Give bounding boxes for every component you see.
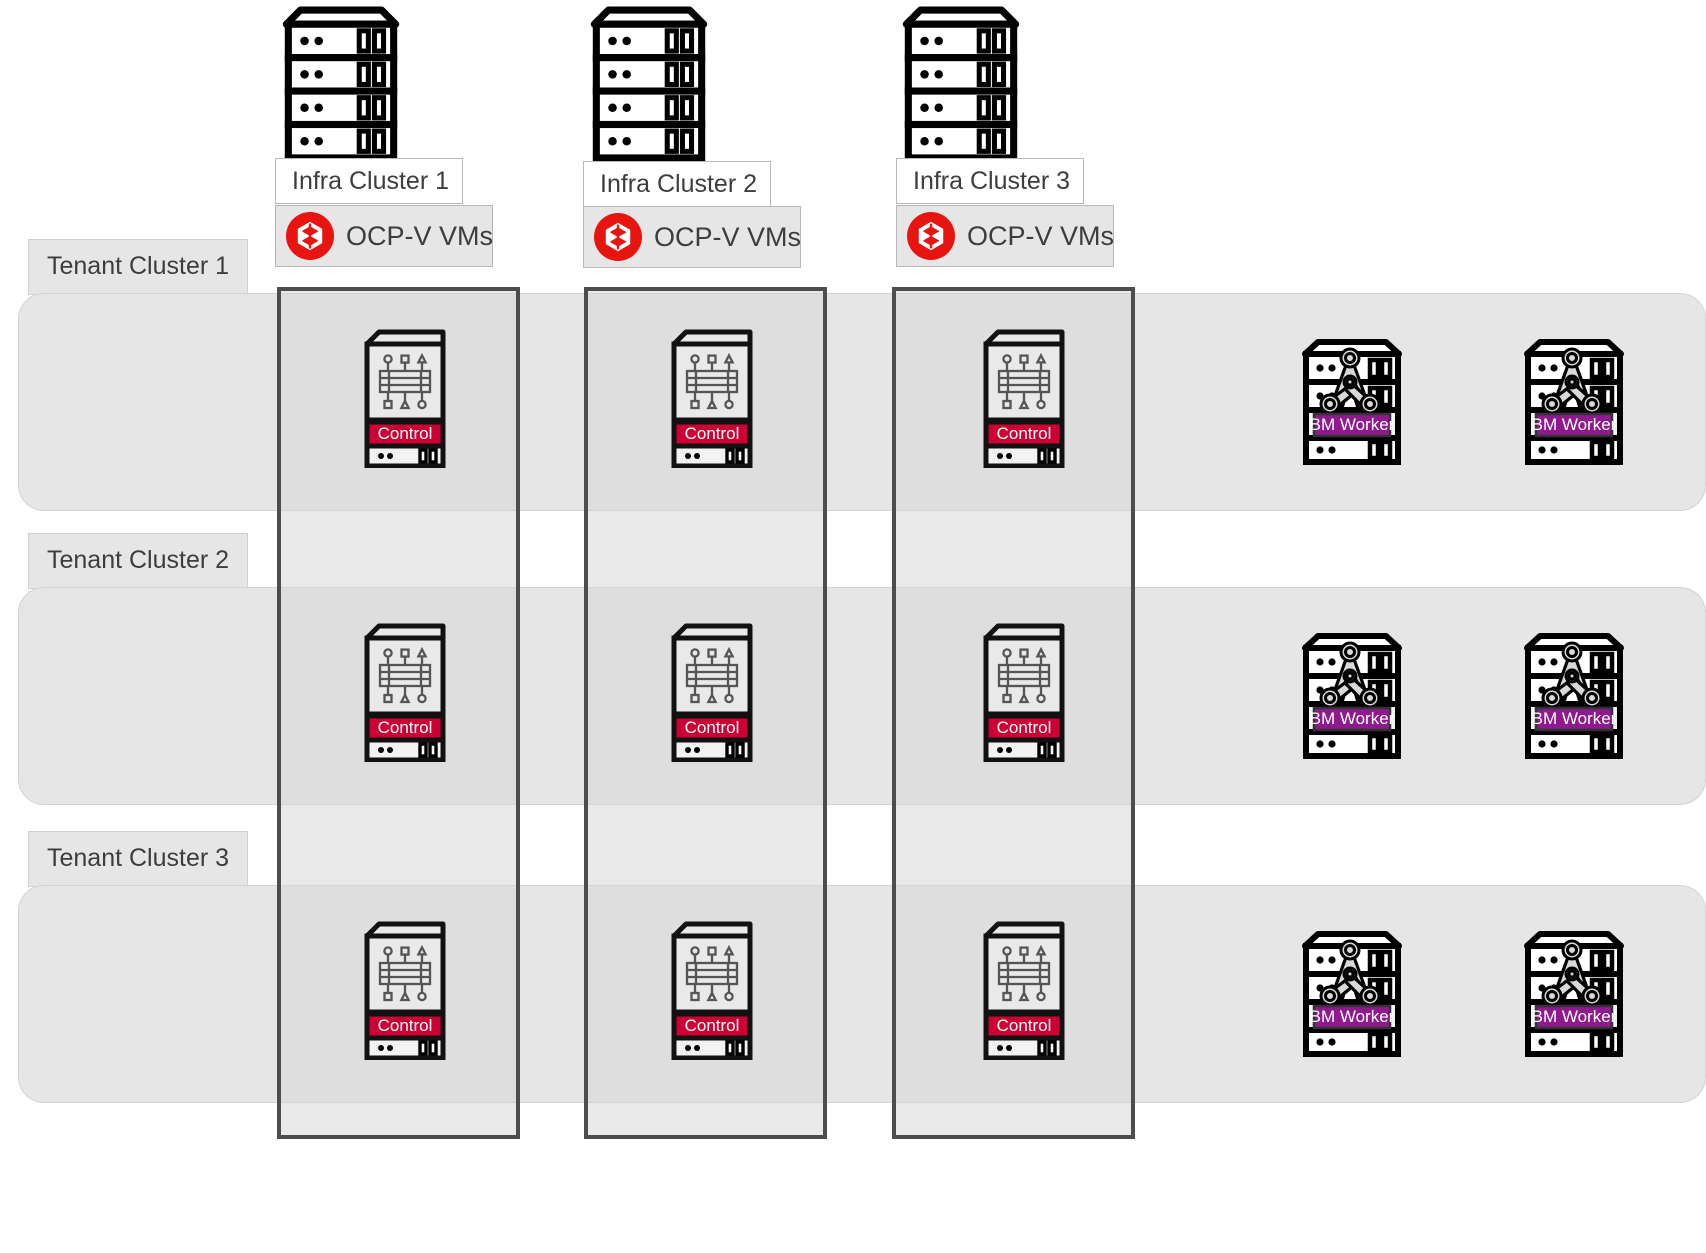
rack-server-icon (280, 6, 402, 168)
svg-text:Control: Control (685, 424, 740, 443)
svg-text:Control: Control (685, 1016, 740, 1035)
ocp-virtualization-logo (907, 212, 955, 260)
tenant-cluster-band-3 (18, 885, 1706, 1103)
control-plane-node[interactable]: Control (670, 622, 754, 767)
control-plane-node[interactable]: Control (363, 328, 447, 473)
svg-text:Control: Control (997, 718, 1052, 737)
tenant-cluster-label-1: Tenant Cluster 1 (28, 239, 249, 295)
svg-text:Control: Control (997, 1016, 1052, 1035)
tenant-cluster-band-2 (18, 587, 1706, 805)
tenant-cluster-label-3: Tenant Cluster 3 (28, 831, 249, 887)
ocpv-vms-label-3: OCP-V VMs (967, 220, 1115, 251)
control-plane-node[interactable]: Control (670, 328, 754, 473)
control-plane-node[interactable]: Control (982, 328, 1066, 473)
svg-text:Control: Control (378, 718, 433, 737)
tenant-cluster-label-2: Tenant Cluster 2 (28, 533, 249, 589)
svg-text:Control: Control (378, 1016, 433, 1035)
bare-metal-worker-node[interactable]: BM Worker (1300, 338, 1404, 471)
control-plane-node[interactable]: Control (982, 622, 1066, 767)
svg-text:BM Worker: BM Worker (1532, 415, 1617, 434)
ocpv-vms-label-1: OCP-V VMs (346, 220, 494, 251)
svg-text:BM Worker: BM Worker (1310, 709, 1395, 728)
svg-text:BM Worker: BM Worker (1310, 1007, 1395, 1026)
ocpv-vms-header-3: OCP-V VMs (896, 205, 1114, 267)
svg-text:BM Worker: BM Worker (1310, 415, 1395, 434)
bare-metal-worker-node[interactable]: BM Worker (1522, 632, 1626, 765)
ocpv-vms-header-1: OCP-V VMs (275, 205, 493, 267)
control-plane-node[interactable]: Control (363, 622, 447, 767)
control-plane-node[interactable]: Control (982, 920, 1066, 1065)
svg-text:Control: Control (685, 718, 740, 737)
infra-cluster-title-3: Infra Cluster 3 (896, 158, 1084, 204)
bare-metal-worker-node[interactable]: BM Worker (1300, 632, 1404, 765)
control-plane-node[interactable]: Control (670, 920, 754, 1065)
ocpv-vms-header-2: OCP-V VMs (583, 206, 801, 268)
ocpv-vms-label-2: OCP-V VMs (654, 221, 802, 252)
bare-metal-worker-node[interactable]: BM Worker (1522, 930, 1626, 1063)
tenant-cluster-band-1 (18, 293, 1706, 511)
rack-server-icon (588, 6, 710, 168)
bare-metal-worker-node[interactable]: BM Worker (1300, 930, 1404, 1063)
rack-server-icon (900, 6, 1022, 168)
ocp-virtualization-logo (594, 213, 642, 261)
bare-metal-worker-node[interactable]: BM Worker (1522, 338, 1626, 471)
ocp-virtualization-logo (286, 212, 334, 260)
svg-text:Control: Control (378, 424, 433, 443)
infra-cluster-title-1: Infra Cluster 1 (275, 158, 463, 204)
svg-text:Control: Control (997, 424, 1052, 443)
infra-cluster-title-2: Infra Cluster 2 (583, 161, 771, 207)
svg-text:BM Worker: BM Worker (1532, 1007, 1617, 1026)
svg-text:BM Worker: BM Worker (1532, 709, 1617, 728)
control-plane-node[interactable]: Control (363, 920, 447, 1065)
